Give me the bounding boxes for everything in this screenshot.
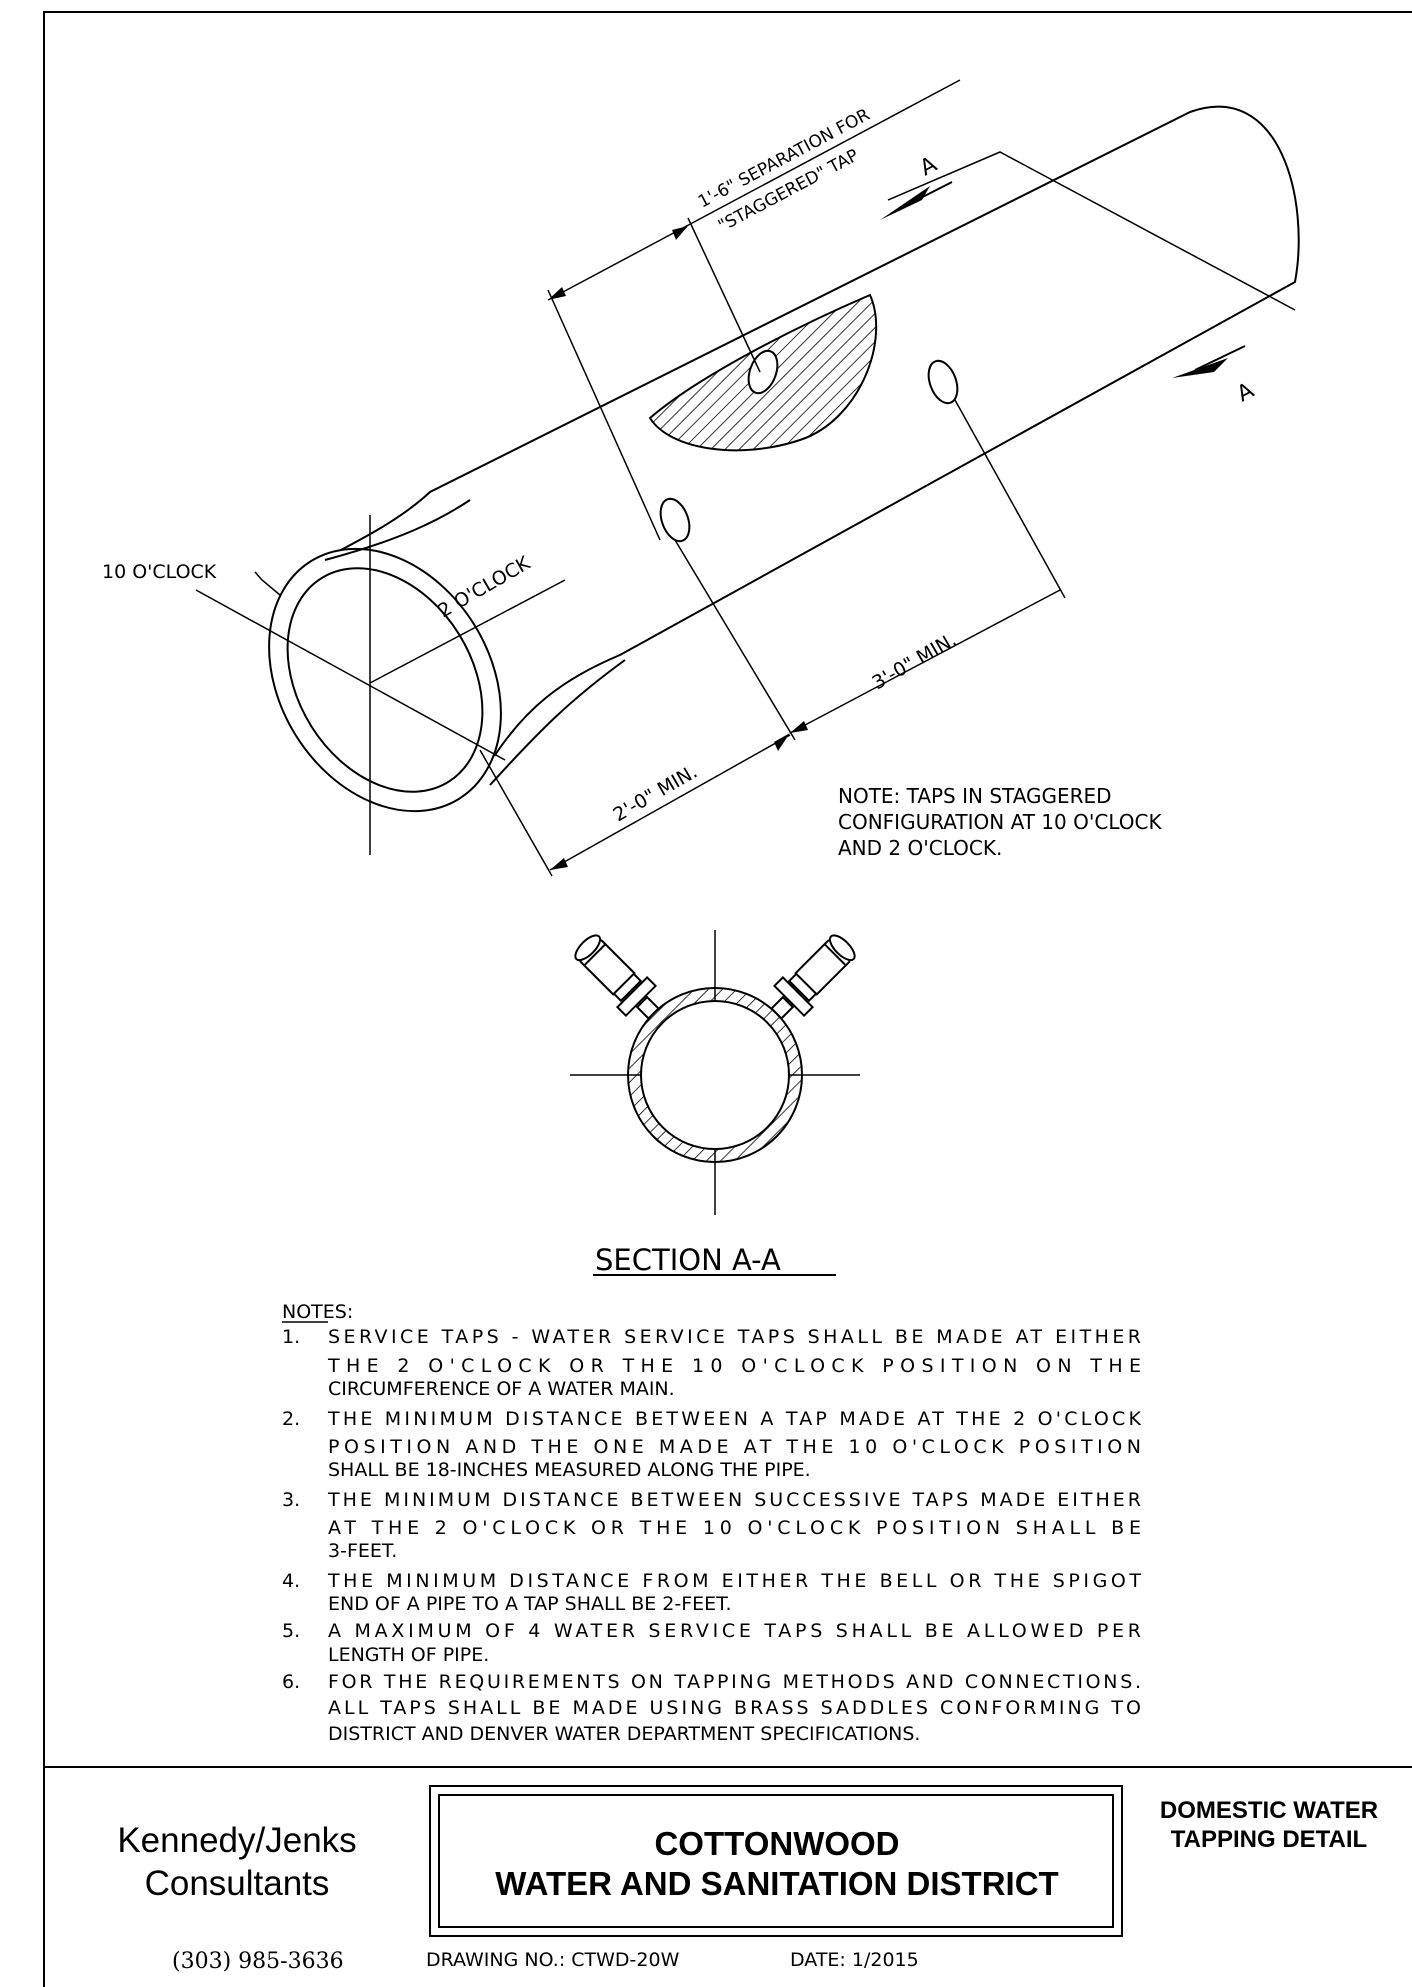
left-saddle	[574, 934, 660, 1020]
notes-heading: NOTES:	[282, 1301, 353, 1323]
detail-title-line-1: DOMESTIC WATER	[1160, 1797, 1378, 1824]
arrow-left-icon	[880, 186, 930, 220]
firm-phone: (303) 985-3636	[172, 1949, 344, 1974]
dimension-lines	[479, 79, 1066, 877]
note-5-line-1: A MAXIMUM OF 4 WATER SERVICE TAPS SHALL …	[328, 1620, 1141, 1642]
iso-note-line-3: AND 2 O'CLOCK.	[838, 836, 1002, 860]
section-marker-top: A	[916, 152, 941, 181]
note-2-line-2: POSITION AND THE ONE MADE AT THE 10 O'CL…	[328, 1436, 1141, 1458]
note-3-line-1: THE MINIMUM DISTANCE BETWEEN SUCCESSIVE …	[327, 1489, 1141, 1511]
drawing-date: DATE: 1/2015	[790, 1949, 919, 1971]
dimension-arrowheads	[548, 226, 808, 870]
pipe-isometric	[268, 105, 1300, 813]
tap-hole-right	[927, 359, 959, 405]
note-2-num: 2.	[282, 1408, 300, 1430]
label-10-oclock: 10 O'CLOCK	[102, 561, 217, 583]
section-arrows	[880, 181, 1246, 378]
section-cut-lines	[887, 151, 1296, 311]
district-name-line-2: WATER AND SANITATION DISTRICT	[495, 1865, 1058, 1902]
firm-name-line-2: Consultants	[145, 1864, 330, 1903]
iso-note-line-1: NOTE: TAPS IN STAGGERED	[838, 784, 1112, 808]
note-1-line-1: SERVICE TAPS - WATER SERVICE TAPS SHALL …	[328, 1326, 1141, 1348]
note-3-line-3: 3-FEET.	[328, 1540, 397, 1562]
section-aa-view	[570, 930, 860, 1215]
district-box-outer	[429, 1785, 1123, 1937]
title-block: Kennedy/Jenks Consultants (303) 985-3636…	[117, 1785, 1378, 1974]
section-title: SECTION A-A	[595, 1243, 781, 1277]
note-6-line-2: ALL TAPS SHALL BE MADE USING BRASS SADDL…	[328, 1697, 1141, 1719]
note-5-line-2: LENGTH OF PIPE.	[328, 1644, 489, 1666]
note-6-line-1: FOR THE REQUIREMENTS ON TAPPING METHODS …	[328, 1671, 1141, 1693]
pipe-bore	[640, 1000, 790, 1150]
section-marker-right: A	[1233, 378, 1258, 407]
tap-hole-lower	[659, 497, 691, 543]
firm-name-line-1: Kennedy/Jenks	[117, 1821, 356, 1860]
bell-centerlines	[195, 515, 566, 855]
iso-note-line-2: CONFIGURATION AT 10 O'CLOCK	[838, 810, 1162, 834]
notes-block: NOTES: 1. SERVICE TAPS - WATER SERVICE T…	[282, 1301, 1142, 1745]
note-1-line-3: CIRCUMFERENCE OF A WATER MAIN.	[328, 1378, 675, 1400]
right-saddle	[770, 934, 856, 1020]
note-4-line-1: THE MINIMUM DISTANCE FROM EITHER THE BEL…	[327, 1570, 1141, 1592]
note-3-line-2: AT THE 2 O'CLOCK OR THE 10 O'CLOCK POSIT…	[328, 1517, 1141, 1539]
note-4-num: 4.	[282, 1570, 300, 1592]
bell-inner-ellipse	[286, 567, 484, 793]
note-4-line-2: END OF A PIPE TO A TAP SHALL BE 2-FEET.	[328, 1593, 732, 1615]
note-3-num: 3.	[282, 1489, 300, 1511]
district-name-line-1: COTTONWOOD	[654, 1825, 899, 1862]
tap-holes	[659, 349, 959, 543]
note-2-line-3: SHALL BE 18-INCHES MEASURED ALONG THE PI…	[328, 1459, 811, 1481]
sheet-border	[43, 11, 1412, 1987]
district-box-inner	[438, 1794, 1114, 1928]
note-2-line-1: THE MINIMUM DISTANCE BETWEEN A TAP MADE …	[327, 1408, 1142, 1430]
note-1-num: 1.	[282, 1326, 300, 1348]
drawing-number: DRAWING NO.: CTWD-20W	[426, 1949, 680, 1971]
note-1-line-2: THE 2 O'CLOCK OR THE 10 O'CLOCK POSITION…	[327, 1355, 1141, 1377]
note-5-num: 5.	[282, 1620, 300, 1642]
note-6-num: 6.	[282, 1671, 300, 1693]
note-6-line-3: DISTRICT AND DENVER WATER DEPARTMENT SPE…	[328, 1723, 920, 1745]
dim-3ft-min: 3'-0" MIN.	[869, 629, 961, 695]
bell-outer-ellipse	[268, 547, 502, 813]
detail-title-line-2: TAPPING DETAIL	[1171, 1826, 1367, 1853]
